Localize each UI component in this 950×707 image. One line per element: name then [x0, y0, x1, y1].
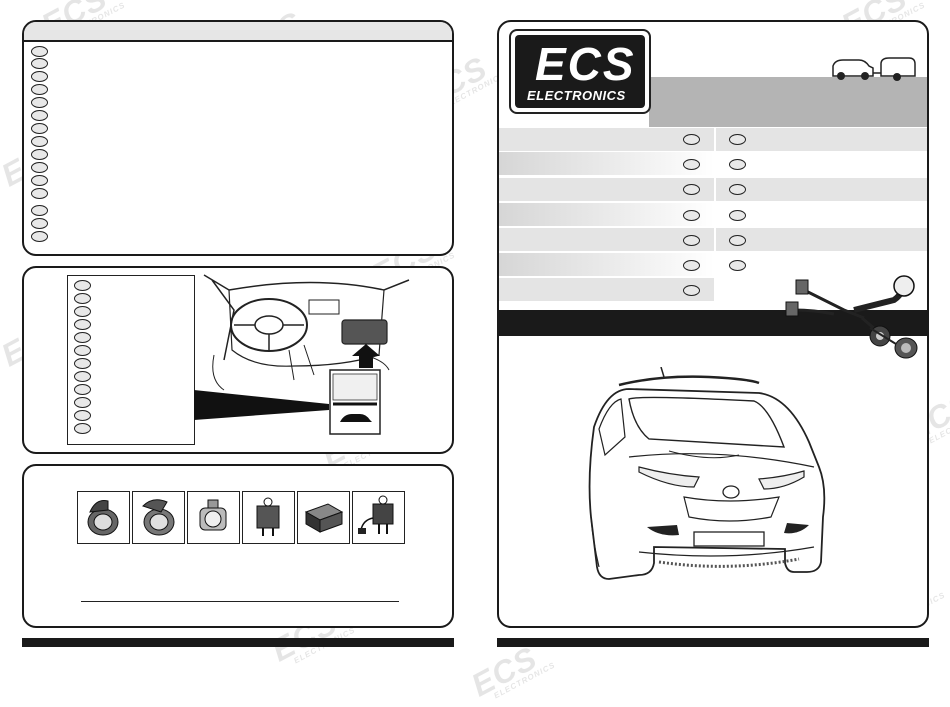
row-bullet	[729, 235, 746, 246]
row-bullet	[729, 210, 746, 221]
table-row	[499, 278, 714, 301]
list-bullet	[74, 332, 91, 343]
accessory-item[interactable]	[352, 491, 405, 544]
list-bullet	[74, 410, 91, 421]
list-bullet	[74, 371, 91, 382]
suv-illustration	[588, 367, 826, 580]
accessory-item[interactable]	[242, 491, 295, 544]
arrow-up-icon	[352, 344, 380, 368]
list-bullet	[31, 84, 48, 95]
socket-13pin-angled-icon	[142, 499, 175, 536]
table-row	[499, 203, 714, 226]
pointer-wedge	[194, 390, 329, 420]
row-bullet	[683, 210, 700, 221]
fuse-box-cover	[341, 319, 388, 345]
cover-panel: ECS ELECTRONICS	[497, 20, 929, 628]
footer-bar-left	[22, 638, 454, 647]
logo-frame: ECS ELECTRONICS	[509, 29, 651, 114]
table-row	[499, 253, 714, 276]
socket-7pin-icon	[199, 499, 227, 531]
list-bullet	[74, 319, 91, 330]
steps-list-box	[67, 275, 195, 445]
list-bullet	[74, 306, 91, 317]
relay-wired-icon	[358, 495, 394, 534]
tow-ball-icon	[893, 275, 915, 297]
list-bullet	[74, 397, 91, 408]
list-bullet	[31, 218, 48, 229]
row-bullet	[683, 184, 700, 195]
table-row	[499, 152, 714, 175]
list-panel	[22, 20, 454, 256]
towbar-illustration	[785, 275, 918, 359]
logo: ECS ELECTRONICS	[515, 35, 645, 108]
row-bullet	[683, 235, 700, 246]
list-bullet	[74, 293, 91, 304]
list-bullet	[74, 358, 91, 369]
relay-icon	[256, 497, 280, 536]
row-bullet	[729, 260, 746, 271]
list-bullet	[31, 175, 48, 186]
list-bullet	[31, 97, 48, 108]
header-band	[649, 77, 927, 127]
column-divider	[714, 128, 716, 304]
accessory-item[interactable]	[132, 491, 185, 544]
control-module-icon	[304, 503, 344, 533]
accessories-panel	[22, 464, 454, 628]
list-bullet	[31, 71, 48, 82]
list-bullet	[74, 423, 91, 434]
car-trailer-icon	[832, 57, 916, 81]
row-bullet	[683, 159, 700, 170]
row-bullet	[729, 184, 746, 195]
accessory-item[interactable]	[187, 491, 240, 544]
row-bullet	[729, 134, 746, 145]
list-bullet	[31, 123, 48, 134]
list-panel-header	[24, 22, 452, 42]
accessory-item[interactable]	[77, 491, 130, 544]
table-row	[499, 228, 927, 251]
list-bullet	[31, 188, 48, 199]
list-bullet	[31, 46, 48, 57]
list-bullet	[74, 345, 91, 356]
row-bullet	[729, 159, 746, 170]
signature-line	[81, 601, 399, 602]
list-bullet	[74, 280, 91, 291]
logo-sub: ELECTRONICS	[527, 88, 626, 103]
list-bullet	[31, 205, 48, 216]
list-bullet	[31, 149, 48, 160]
row-bullet	[683, 285, 700, 296]
socket-13pin-icon	[87, 500, 119, 536]
dashboard-illustration	[194, 274, 410, 435]
table-row	[499, 128, 927, 151]
list-bullet	[31, 58, 48, 69]
footer-bar-right	[497, 638, 929, 647]
list-bullet	[31, 110, 48, 121]
list-bullet	[31, 162, 48, 173]
list-bullet	[74, 384, 91, 395]
list-bullet	[31, 231, 48, 242]
dashboard-panel	[22, 266, 454, 454]
row-bullet	[683, 260, 700, 271]
accessory-item[interactable]	[297, 491, 350, 544]
logo-main: ECS	[535, 38, 636, 90]
car-icon	[340, 414, 372, 422]
list-bullet	[31, 136, 48, 147]
table-row	[499, 178, 927, 201]
row-bullet	[683, 134, 700, 145]
steering-wheel	[230, 298, 308, 352]
